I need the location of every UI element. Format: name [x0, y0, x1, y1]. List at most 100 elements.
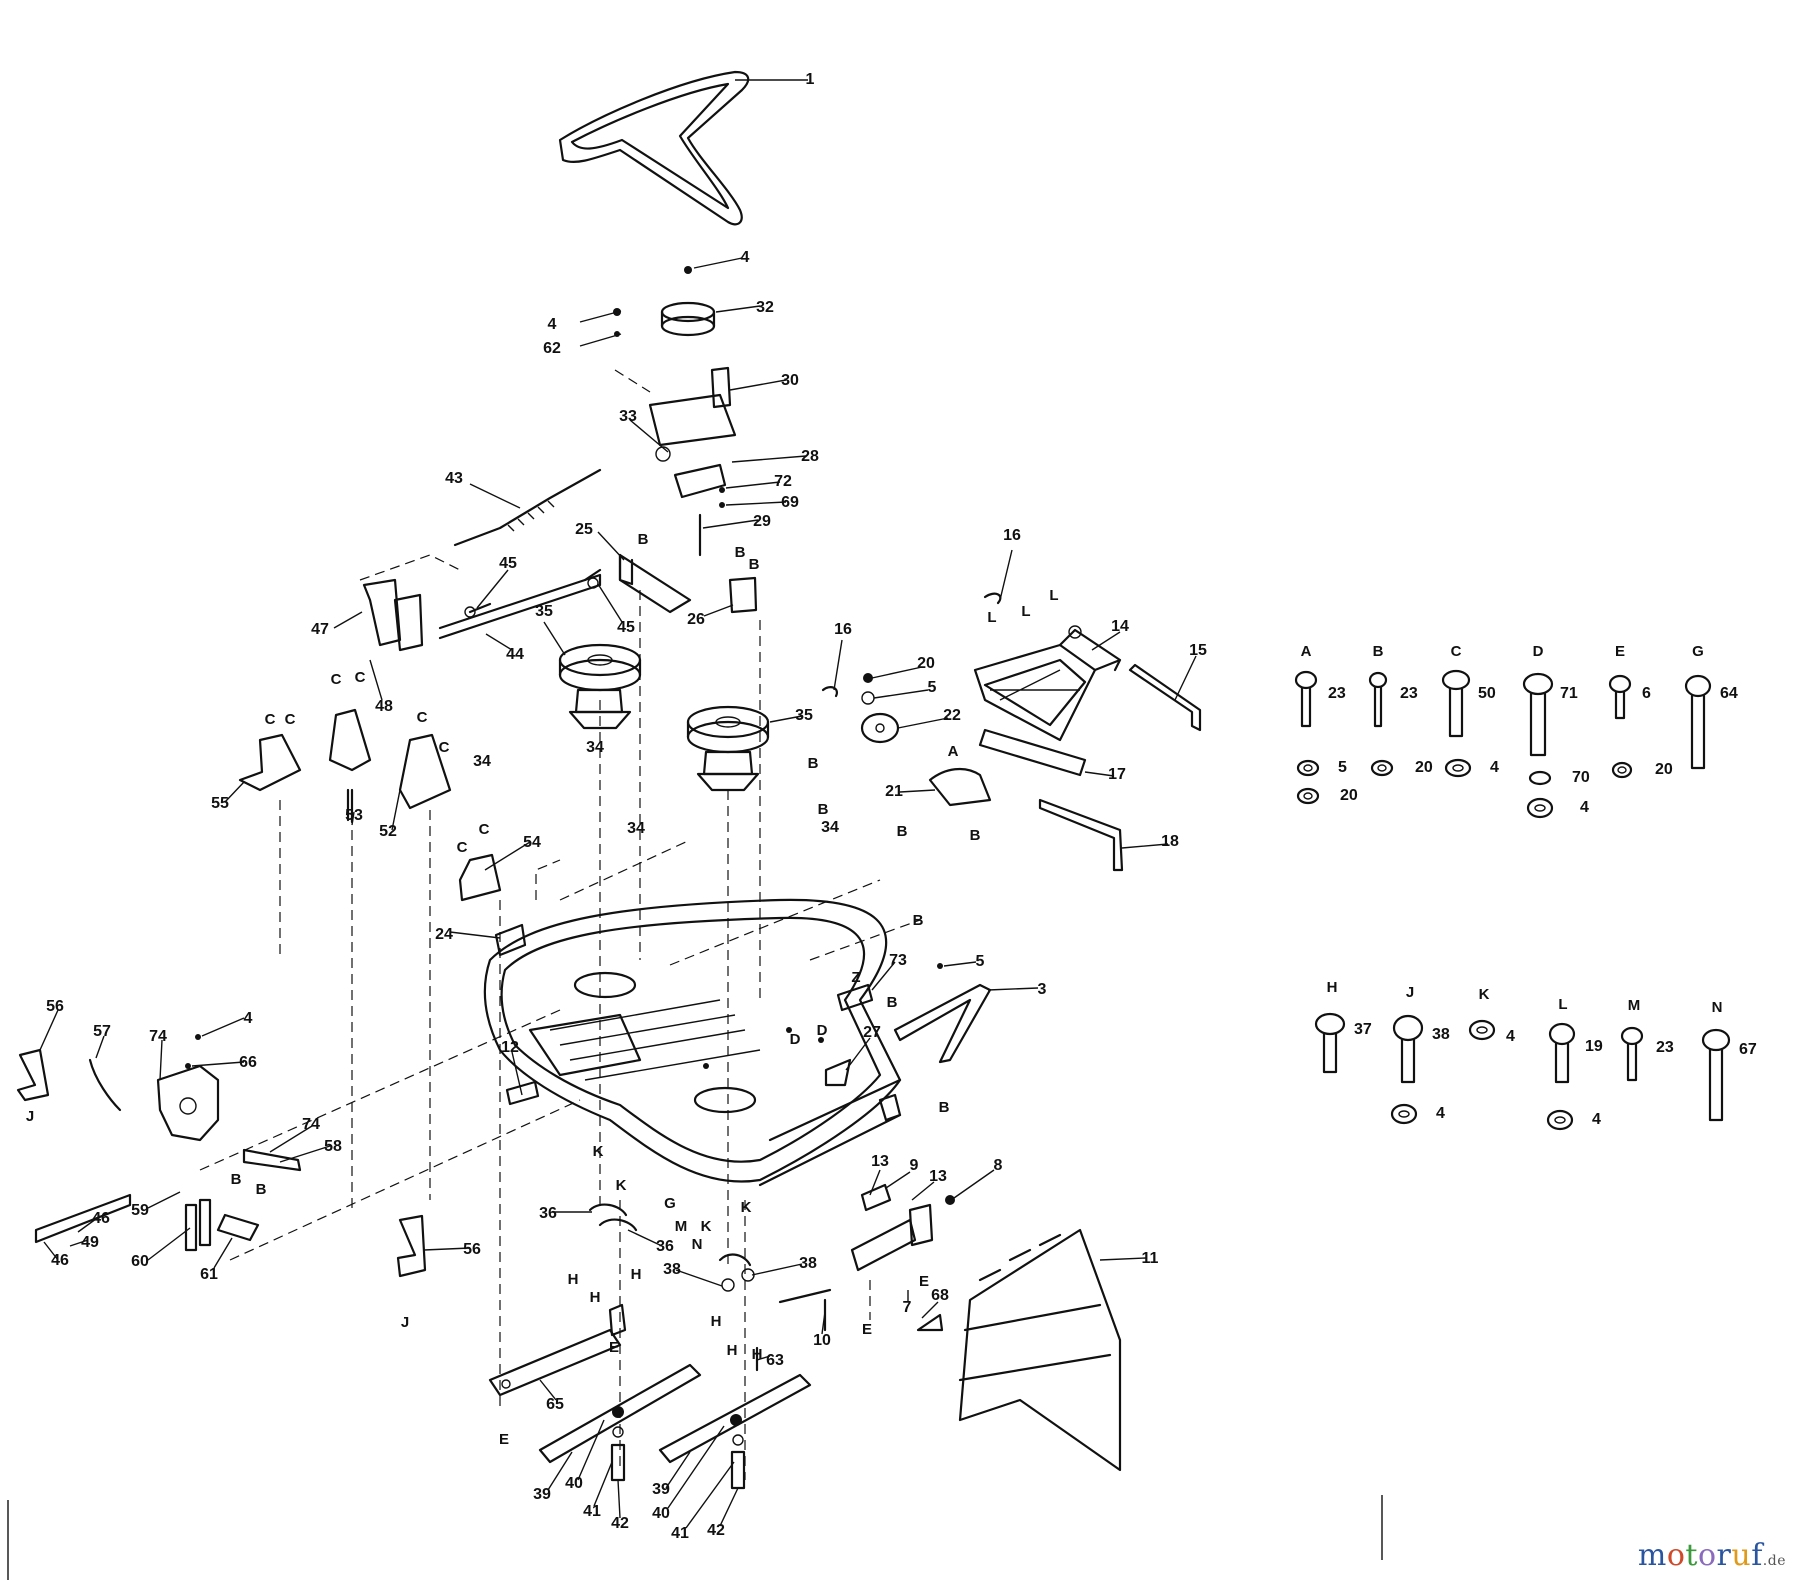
fastener-letter: C — [439, 739, 450, 756]
fastener-letter: D — [790, 1031, 801, 1048]
fastener-letter: B — [638, 531, 649, 548]
part-callout: 72 — [774, 473, 792, 490]
hardware-key-number: 23 — [1328, 685, 1346, 702]
hardware-key-letter: M — [1628, 997, 1641, 1014]
fastener-letter: A — [948, 743, 959, 760]
part-callout: 36 — [656, 1238, 674, 1255]
fastener-letter: L — [1049, 587, 1058, 604]
part-callout: 4 — [741, 249, 750, 266]
part-callout: 9 — [910, 1157, 919, 1174]
part-callout: 38 — [663, 1261, 681, 1278]
part-callout: 44 — [506, 646, 524, 663]
part-callout: 25 — [575, 521, 593, 538]
part-callout: 3 — [1038, 981, 1047, 998]
part-callout: 34 — [627, 820, 645, 837]
part-callout: 68 — [931, 1287, 949, 1304]
part-callout: 46 — [92, 1210, 110, 1227]
washer-key-number: 5 — [1338, 759, 1347, 776]
part-callout: 7 — [903, 1299, 912, 1316]
part-callout: 24 — [435, 926, 453, 943]
part-callout: 15 — [1189, 642, 1207, 659]
washer-key-number: 20 — [1340, 787, 1358, 804]
hardware-key-letter: K — [1479, 986, 1490, 1003]
watermark-letter: m — [1637, 1538, 1667, 1573]
fastener-letter: Z — [851, 969, 860, 986]
hardware-key-number: 38 — [1432, 1026, 1450, 1043]
part-callout: 26 — [687, 611, 705, 628]
part-callout: 13 — [929, 1168, 947, 1185]
fastener-letter: C — [417, 709, 428, 726]
part-callout: 5 — [976, 953, 985, 970]
part-callout: 12 — [501, 1039, 519, 1056]
fastener-letter: H — [711, 1313, 722, 1330]
fastener-letter: K — [616, 1177, 627, 1194]
fastener-letter: D — [817, 1022, 828, 1039]
part-callout: 29 — [753, 513, 771, 530]
part-callout: 1 — [806, 71, 815, 88]
part-callout: 65 — [546, 1396, 564, 1413]
part-callout: 40 — [652, 1505, 670, 1522]
hardware-key-number: 4 — [1506, 1028, 1515, 1045]
hardware-key-number: 67 — [1739, 1041, 1757, 1058]
part-callout: 58 — [324, 1138, 342, 1155]
hardware-key-letter: E — [1615, 643, 1625, 660]
hardware-key-letter: H — [1327, 979, 1338, 996]
hardware-key-number: 50 — [1478, 685, 1496, 702]
drive-belt — [558, 70, 808, 226]
part-callout: 16 — [834, 621, 852, 638]
part-callout: 42 — [707, 1522, 725, 1539]
part-callout: 42 — [611, 1515, 629, 1532]
hardware-key-washers — [1296, 758, 1633, 1131]
hardware-key-number: 23 — [1400, 685, 1418, 702]
part-callout: 73 — [889, 952, 907, 969]
watermark: motoruf.de — [1638, 1538, 1786, 1573]
part-callout: 11 — [1142, 1250, 1159, 1267]
part-callout: 45 — [617, 619, 635, 636]
hardware-key-letter: A — [1301, 643, 1312, 660]
fastener-letter: L — [1021, 603, 1030, 620]
part-callout: 35 — [795, 707, 813, 724]
fastener-letter: B — [808, 755, 819, 772]
washer-key-number: 20 — [1655, 761, 1673, 778]
part-callout: 13 — [871, 1153, 889, 1170]
baffle-plate — [958, 1228, 1147, 1472]
edge-marks — [7, 1495, 1383, 1580]
fastener-letter: K — [701, 1218, 712, 1235]
part-callout: 60 — [131, 1253, 149, 1270]
fastener-letter: M — [675, 1218, 688, 1235]
fastener-letter: C — [479, 821, 490, 838]
part-callout: 43 — [445, 470, 463, 487]
fastener-letter: B — [939, 1099, 950, 1116]
left-brackets — [224, 659, 531, 902]
washer-key-number: 4 — [1490, 759, 1499, 776]
watermark-tld: .de — [1762, 1553, 1786, 1569]
part-callout: 39 — [533, 1486, 551, 1503]
fastener-letter: B — [887, 994, 898, 1011]
fastener-letter: B — [818, 801, 829, 818]
fastener-letter: E — [609, 1339, 619, 1356]
part-callout: 61 — [200, 1266, 218, 1283]
watermark-letter: t — [1685, 1538, 1698, 1573]
hardware-key-letter: N — [1712, 999, 1723, 1016]
part-callout: 47 — [311, 621, 329, 638]
part-callout: 55 — [211, 795, 229, 812]
part-callout: 34 — [821, 819, 839, 836]
part-callout: 48 — [375, 698, 393, 715]
part-callout: 4 — [244, 1010, 253, 1027]
part-callout: 49 — [81, 1234, 99, 1251]
watermark-letter: o — [1697, 1538, 1717, 1573]
part-callout: 32 — [756, 299, 774, 316]
part-callout: 33 — [619, 408, 637, 425]
fastener-letter: H — [727, 1342, 738, 1359]
part-callout: 17 — [1108, 766, 1126, 783]
fastener-letter: B — [256, 1181, 267, 1198]
part-callout: 56 — [46, 998, 64, 1015]
part-callout: 16 — [1003, 527, 1021, 544]
part-callout: 30 — [781, 372, 799, 389]
watermark-letter: f — [1751, 1538, 1763, 1573]
part-callout: 45 — [499, 555, 517, 572]
part-callout: 52 — [379, 823, 397, 840]
part-callout: 69 — [781, 494, 799, 511]
fastener-letter: K — [593, 1143, 604, 1160]
